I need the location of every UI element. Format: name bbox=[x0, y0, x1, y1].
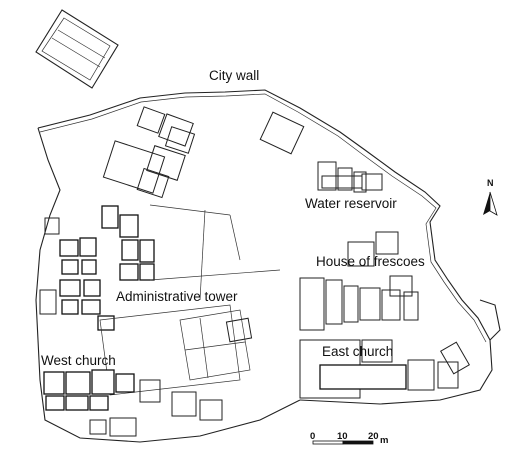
east-church-complex bbox=[299, 231, 470, 399]
west-church-complex bbox=[43, 369, 223, 437]
north-arrow-letter: N bbox=[487, 178, 494, 188]
scale-unit: m bbox=[380, 435, 388, 446]
water-reservoir-complex bbox=[317, 161, 383, 193]
city-wall-outline bbox=[35, 89, 501, 443]
label-east-church: East church bbox=[322, 344, 393, 359]
west-residential-block bbox=[39, 204, 281, 331]
label-city-wall: City wall bbox=[209, 68, 259, 83]
scale-bar: 0 10 20 m bbox=[310, 431, 388, 446]
scale-tick-10: 10 bbox=[337, 431, 348, 442]
label-administrative-tower: Administrative tower bbox=[116, 289, 238, 304]
label-west-church: West church bbox=[41, 353, 116, 368]
northwest-building bbox=[35, 9, 119, 89]
north-arrow: N bbox=[483, 178, 498, 216]
north-room-cluster bbox=[102, 106, 305, 199]
north-arrow-icon bbox=[483, 192, 490, 215]
scale-tick-20: 20 bbox=[368, 431, 379, 442]
scale-tick-0: 0 bbox=[310, 431, 315, 442]
label-house-of-frescoes: House of frescoes bbox=[316, 254, 425, 269]
label-water-reservoir: Water reservoir bbox=[305, 196, 397, 211]
